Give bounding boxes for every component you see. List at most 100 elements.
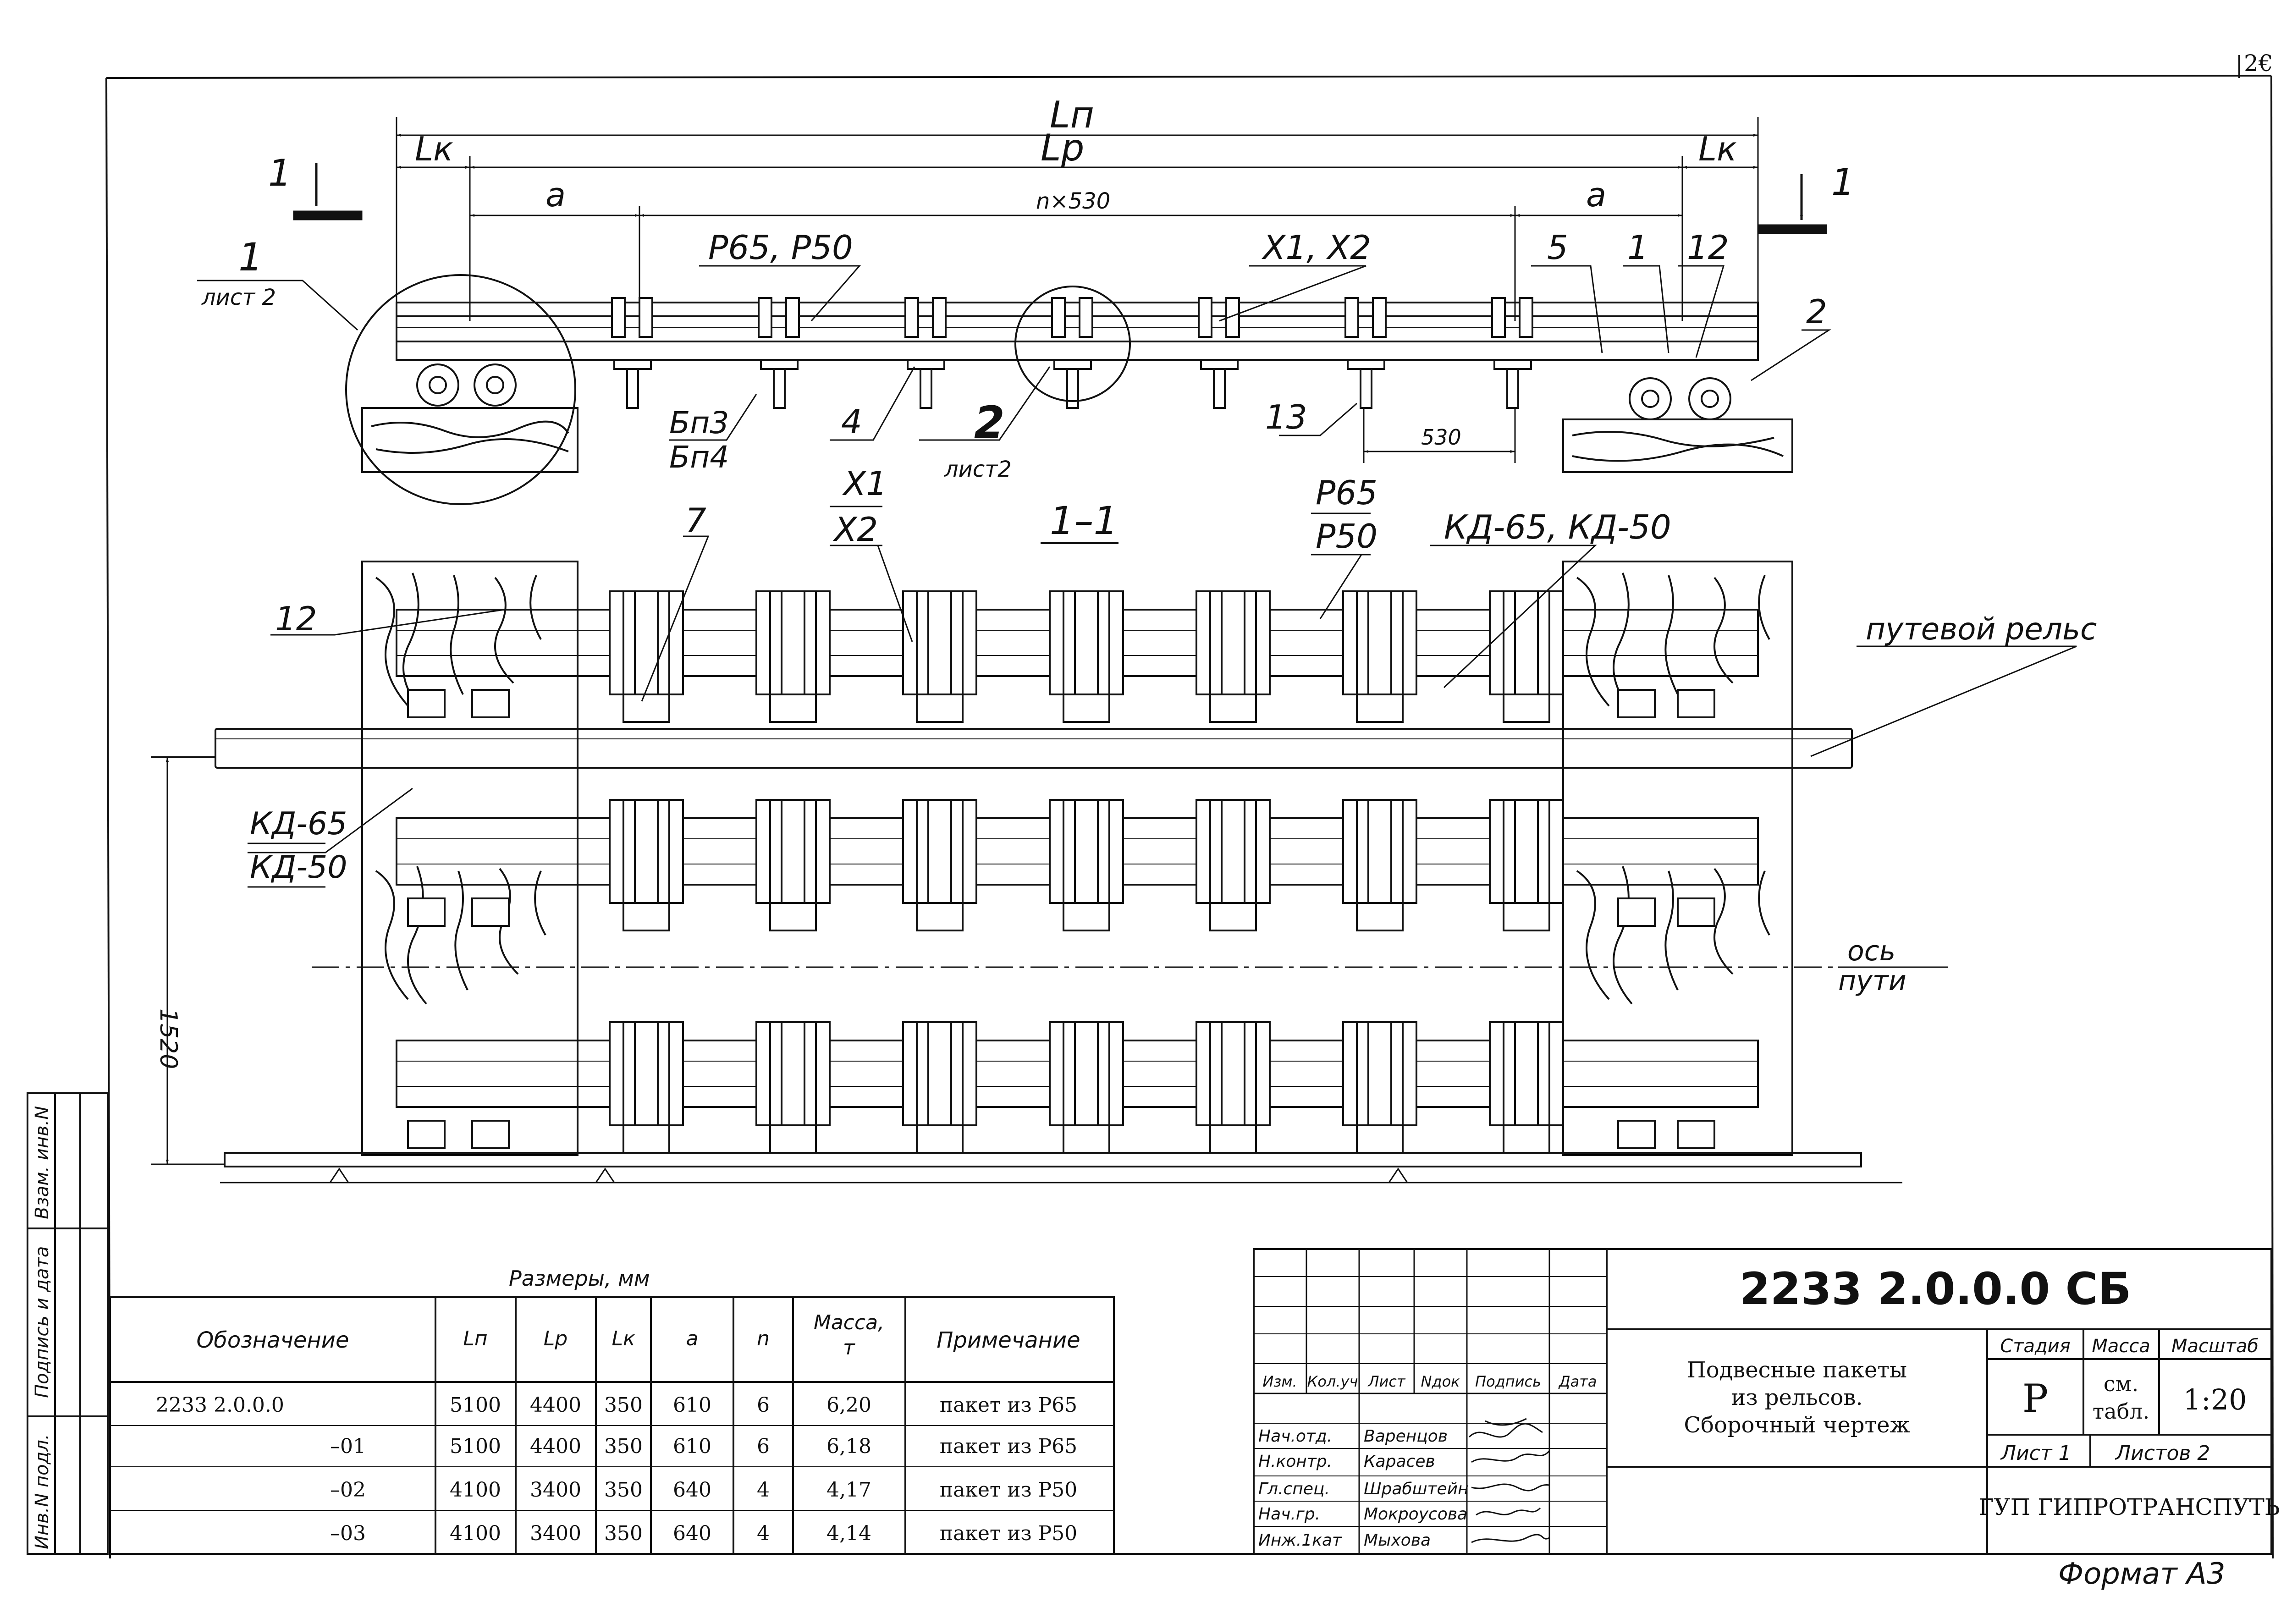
approval-role: Гл.спец. xyxy=(1258,1480,1330,1498)
clamp-bar xyxy=(1537,1021,1550,1126)
hanger-plate xyxy=(1493,359,1532,370)
label-13: 13 xyxy=(1265,398,1307,436)
clamp-base xyxy=(1356,694,1404,723)
clamp-base xyxy=(916,694,964,723)
clamp-bar xyxy=(950,799,964,904)
clamp-base xyxy=(1209,902,1257,931)
clamp-bar xyxy=(623,590,636,695)
clamp-bar xyxy=(1356,590,1369,695)
spec-cell: 350 xyxy=(604,1522,643,1545)
sheets-total: Листов 2 xyxy=(2115,1442,2210,1465)
clamp-bar xyxy=(657,1021,670,1126)
clamp-base xyxy=(769,902,817,931)
clamp-base xyxy=(623,1124,670,1154)
kd-clamp xyxy=(407,897,446,927)
approval-role: Инж.1кат xyxy=(1258,1531,1342,1550)
spec-cell: 6,18 xyxy=(826,1435,871,1458)
side-clamps xyxy=(611,297,1533,409)
spec-caption: Размеры, мм xyxy=(509,1266,650,1291)
kd-clamp xyxy=(1677,689,1715,718)
approval-role: Н.контр. xyxy=(1258,1452,1332,1471)
spec-cell: –03 xyxy=(330,1522,366,1545)
clamp-base xyxy=(1209,694,1257,723)
spec-header-1: Lп xyxy=(463,1327,487,1350)
dim-lk-right: Lк xyxy=(1698,130,1737,168)
label-x1: X1 xyxy=(842,464,887,503)
label-rails: Р65, Р50 xyxy=(708,228,853,267)
label-12-section: 12 xyxy=(275,600,317,638)
wood-blocks xyxy=(361,407,1793,473)
clamp-bar xyxy=(1537,799,1550,904)
label-7: 7 xyxy=(685,501,706,539)
clamp-base xyxy=(623,902,670,931)
hanger-plate xyxy=(613,359,652,370)
clamp-frame xyxy=(1049,799,1124,904)
dim-n530: n×530 xyxy=(1036,188,1110,214)
hanger-plate xyxy=(907,359,945,370)
revision-header: Изм. xyxy=(1262,1373,1297,1390)
clamp-bar xyxy=(804,1021,817,1126)
spec-cell: –02 xyxy=(330,1478,366,1502)
plan-clamps xyxy=(407,590,1715,1154)
clamp-base xyxy=(916,902,964,931)
clamp-base xyxy=(769,1124,817,1154)
clamp-bar xyxy=(1063,590,1076,695)
clamp-bar xyxy=(769,799,782,904)
clamp-frame xyxy=(1049,1021,1124,1126)
spec-cell: 610 xyxy=(673,1393,711,1417)
clamp-bar xyxy=(1209,799,1223,904)
dim-ln: Lп xyxy=(1050,94,1094,136)
clamp-bar xyxy=(1537,590,1550,695)
format-label: Формат А3 xyxy=(2058,1557,2226,1591)
spec-header-2: Lр xyxy=(544,1327,567,1350)
side-stamp xyxy=(27,1092,109,1555)
top-view: Lп Lр Lк Lк a a n×530 530 1 1 xyxy=(197,94,1855,505)
sheet-number: Лист 1 xyxy=(2000,1442,2071,1465)
clamp-x xyxy=(1491,297,1506,338)
spec-cell: 4,17 xyxy=(826,1478,871,1502)
spec-cell: 4400 xyxy=(530,1393,581,1417)
spec-header-3: Lк xyxy=(612,1327,635,1350)
revision-header: Кол.уч xyxy=(1307,1373,1358,1390)
spec-cell: 4400 xyxy=(530,1435,581,1458)
clamp-bar xyxy=(1209,590,1223,695)
kd-clamp xyxy=(407,689,446,718)
label-kd65: КД-65 xyxy=(250,806,347,842)
spec-cell: 3400 xyxy=(530,1522,581,1545)
clamp-bar xyxy=(1244,1021,1257,1126)
callout-1: 1 xyxy=(238,235,263,280)
clamp-base xyxy=(769,694,817,723)
callout-2: 2 xyxy=(974,397,1005,448)
side-stamp-col1: Инв.N подл. xyxy=(32,1434,53,1549)
clamp-x xyxy=(1051,297,1066,338)
approval-role: Нач.отд. xyxy=(1258,1427,1332,1446)
clamp-bar xyxy=(657,799,670,904)
clamp-bar xyxy=(1097,590,1110,695)
revision-header: Nдок xyxy=(1421,1373,1460,1390)
clamp-bar xyxy=(1209,1021,1223,1126)
clamp-x xyxy=(1079,297,1093,338)
clamp-frame xyxy=(1489,799,1564,904)
section-title: 1–1 xyxy=(1050,498,1118,543)
label-axis-2: пути xyxy=(1838,965,1906,997)
spec-cell: 6 xyxy=(757,1435,770,1458)
hanger-bolt xyxy=(1360,368,1372,409)
sheet-frame xyxy=(105,55,2274,1559)
clamp-bar xyxy=(950,590,964,695)
clamp-x xyxy=(639,297,653,338)
clamp-frame xyxy=(902,590,977,695)
label-12: 12 xyxy=(1687,228,1729,267)
clamp-frame xyxy=(609,799,684,904)
spec-header-0: Обозначение xyxy=(196,1327,349,1353)
description-line2: из рельсов. xyxy=(1731,1385,1862,1410)
approval-name: Шрабштейн xyxy=(1364,1480,1469,1498)
clamp-x xyxy=(758,297,772,338)
spec-header-5: n xyxy=(757,1327,770,1350)
clamp-base xyxy=(1063,902,1110,931)
kd-clamp xyxy=(471,897,510,927)
label-4: 4 xyxy=(841,402,862,441)
clamp-bar xyxy=(916,799,929,904)
